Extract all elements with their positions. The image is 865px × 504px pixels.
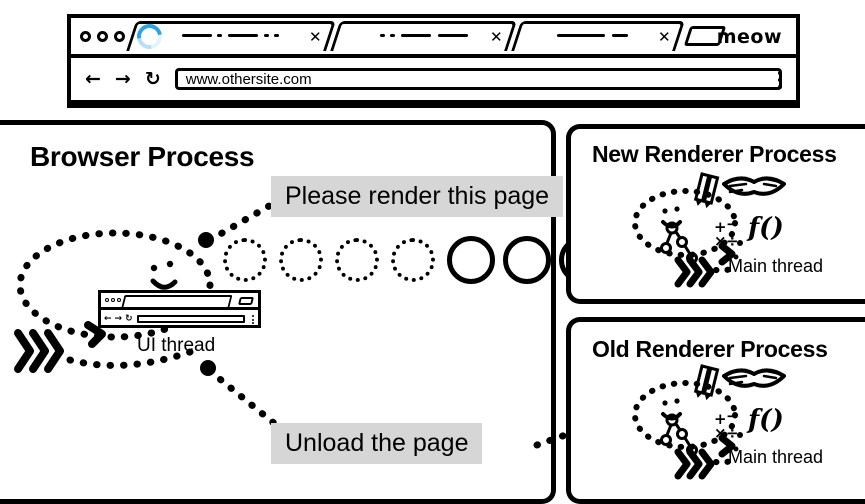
mini-tab-strip (101, 293, 258, 310)
svg-text:÷: ÷ (726, 232, 739, 250)
tab-title-scribble (438, 34, 468, 37)
window-control-dots (71, 30, 127, 42)
svg-text:+: + (714, 410, 727, 428)
svg-text:+: + (714, 218, 727, 236)
profile-label[interactable]: meow (716, 26, 782, 48)
tab-title-scribble (228, 34, 258, 37)
mini-address-bar (136, 315, 245, 323)
tabs-row: ✕ ✕ ✕ (126, 18, 796, 54)
progress-circle-solid-1 (447, 236, 495, 284)
tab-title-scribble (612, 34, 628, 37)
forward-icon[interactable]: → (114, 67, 131, 90)
tab-title-scribble (274, 34, 279, 37)
svg-text:×: × (714, 424, 727, 442)
tab-title-scribble (401, 34, 431, 37)
address-bar[interactable]: www.othersite.com (174, 68, 782, 90)
old-renderer-process-panel: Old Renderer Process (566, 317, 865, 504)
ipc-origin-dot-top (198, 232, 214, 248)
new-renderer-main-thread-doodle: +− ×÷ f() (632, 172, 786, 288)
old-renderer-process-title: Old Renderer Process (592, 336, 828, 362)
window-dot-1[interactable] (80, 30, 91, 42)
old-renderer-main-thread-doodle: +− ×÷ f() (632, 364, 786, 480)
svg-text:÷: ÷ (726, 424, 739, 442)
svg-text:−: − (726, 215, 739, 233)
browser-toolbar: ← → ↻ www.othersite.com (71, 58, 796, 104)
mini-window-dots (101, 298, 121, 302)
reload-icon[interactable]: ↻ (144, 67, 161, 90)
ui-thread-browser-icon: ← → ↻ (98, 290, 261, 328)
progress-circle-dotted-3 (335, 238, 379, 282)
new-renderer-main-thread-label: Main thread (728, 256, 824, 276)
mini-kebab-menu-icon (252, 315, 254, 324)
render-request-connector (206, 194, 287, 244)
svg-text:f(): f() (746, 405, 784, 435)
browser-window: ✕ ✕ ✕ meow ← → ↻ www.oth (67, 14, 800, 108)
mini-forward-icon: → (114, 313, 123, 324)
tab-title-scribble (557, 34, 605, 37)
tab-title-scribble (264, 34, 269, 37)
progress-circle-dotted-2 (279, 238, 323, 282)
tab-title-scribble (217, 34, 222, 37)
tab-close-icon[interactable]: ✕ (658, 28, 671, 46)
window-dot-3[interactable] (114, 30, 125, 42)
mini-toolbar: ← → ↻ (101, 310, 258, 328)
back-icon[interactable]: ← (85, 67, 101, 90)
browser-process-title: Browser Process (30, 141, 255, 172)
kebab-menu-icon[interactable] (778, 71, 782, 89)
new-renderer-process-title: New Renderer Process (592, 141, 837, 167)
tab-close-icon[interactable]: ✕ (309, 28, 322, 46)
mini-tab (121, 295, 233, 307)
tab-title-scribble (390, 34, 395, 37)
progress-circle-dotted-4 (391, 238, 435, 282)
tab-title-scribble (380, 34, 385, 37)
mini-reload-icon: ↻ (125, 313, 133, 324)
render-request-message: Please render this page (271, 176, 564, 217)
ui-thread-loop-doodle (14, 229, 214, 373)
mini-back-icon: ← (104, 313, 112, 324)
svg-text:f(): f() (746, 213, 784, 243)
tab-close-icon[interactable]: ✕ (490, 28, 503, 46)
mini-new-tab-button (238, 297, 254, 305)
svg-text:×: × (714, 232, 727, 250)
progress-circle-dotted-1 (223, 238, 267, 282)
new-renderer-process-panel: New Renderer Process (566, 124, 865, 304)
svg-text:−: − (726, 407, 739, 425)
browser-tab-strip: ✕ ✕ ✕ meow (71, 18, 796, 58)
tab-title-scribble (182, 34, 212, 37)
ui-thread-label: UI thread (137, 335, 216, 356)
unload-request-message: Unload the page (271, 423, 483, 464)
window-dot-2[interactable] (97, 30, 108, 42)
old-renderer-main-thread-label: Main thread (728, 447, 824, 467)
progress-circle-solid-2 (503, 236, 551, 284)
unload-request-connector (206, 367, 279, 428)
